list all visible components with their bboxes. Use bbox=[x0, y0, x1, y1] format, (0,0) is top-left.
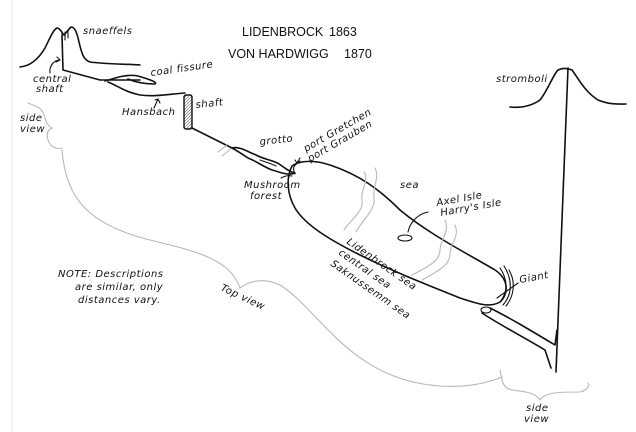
label-side-view-left-2: view bbox=[20, 124, 45, 135]
note-line-2: are similar, only bbox=[75, 282, 164, 293]
label-side-view-right-2: view bbox=[524, 414, 549, 425]
label-hansbach: Hansbach bbox=[122, 107, 176, 118]
sea-crossing-mark-2 bbox=[355, 167, 378, 233]
label-mushroom-1: Mushroom bbox=[244, 180, 301, 191]
exit-tunnel bbox=[481, 307, 558, 369]
label-top-view: Top view bbox=[219, 283, 267, 313]
giant-marks bbox=[499, 265, 514, 307]
label-grotto: grotto bbox=[259, 134, 294, 148]
giant-pointer bbox=[496, 282, 519, 299]
sea-crossing-mark-3 bbox=[411, 219, 447, 276]
coal-fissure bbox=[104, 74, 186, 97]
header-name-2: VON HARDWIGG bbox=[228, 47, 329, 61]
stromboli-shaft bbox=[555, 67, 569, 373]
header-name-1: LIDENBROCK bbox=[242, 25, 324, 39]
note-line-1: NOTE: Descriptions bbox=[58, 269, 164, 280]
side-view-bracket-left bbox=[27, 102, 63, 150]
port-inlet bbox=[293, 161, 300, 175]
label-side-view-right-1: side bbox=[526, 403, 549, 414]
header-year-2: 1870 bbox=[344, 47, 372, 61]
note-line-3: distances vary. bbox=[78, 295, 161, 306]
shaft bbox=[183, 94, 193, 130]
mushroom-forest-pointer bbox=[280, 175, 293, 179]
label-stromboli: stromboli bbox=[496, 74, 548, 85]
label-central-shaft-2: shaft bbox=[36, 84, 64, 95]
label-side-view-left-1: side bbox=[20, 113, 43, 124]
top-view-bracket bbox=[61, 149, 503, 387]
sea-crossing-mark-4 bbox=[421, 224, 457, 281]
hansbach-arrow bbox=[153, 98, 161, 109]
central-shaft bbox=[61, 34, 141, 81]
label-shaft: shaft bbox=[195, 97, 224, 111]
tunnel-break-mark bbox=[217, 143, 233, 157]
label-central-shaft-1: central bbox=[33, 74, 71, 85]
central-sea bbox=[287, 160, 507, 306]
side-view-bracket-right bbox=[499, 369, 590, 402]
label-coal-fissure: coal fissure bbox=[150, 59, 214, 79]
stromboli-volcano bbox=[509, 67, 627, 109]
label-mushroom-2: forest bbox=[250, 191, 283, 202]
sea-crossing-mark-1 bbox=[343, 171, 367, 231]
label-giant: Giant bbox=[519, 270, 550, 286]
label-snaefells: snaeffels bbox=[83, 26, 133, 37]
snaefells-volcano bbox=[19, 26, 141, 68]
axel-isle bbox=[397, 234, 413, 242]
axel-isle-pointer bbox=[407, 211, 429, 233]
exit-opening bbox=[480, 306, 492, 314]
grotto-detail bbox=[259, 159, 277, 167]
header-year-1: 1863 bbox=[329, 25, 357, 39]
tunnel-to-grotto bbox=[191, 127, 233, 149]
label-sea: sea bbox=[400, 180, 419, 191]
central-shaft-arrow bbox=[49, 56, 61, 74]
